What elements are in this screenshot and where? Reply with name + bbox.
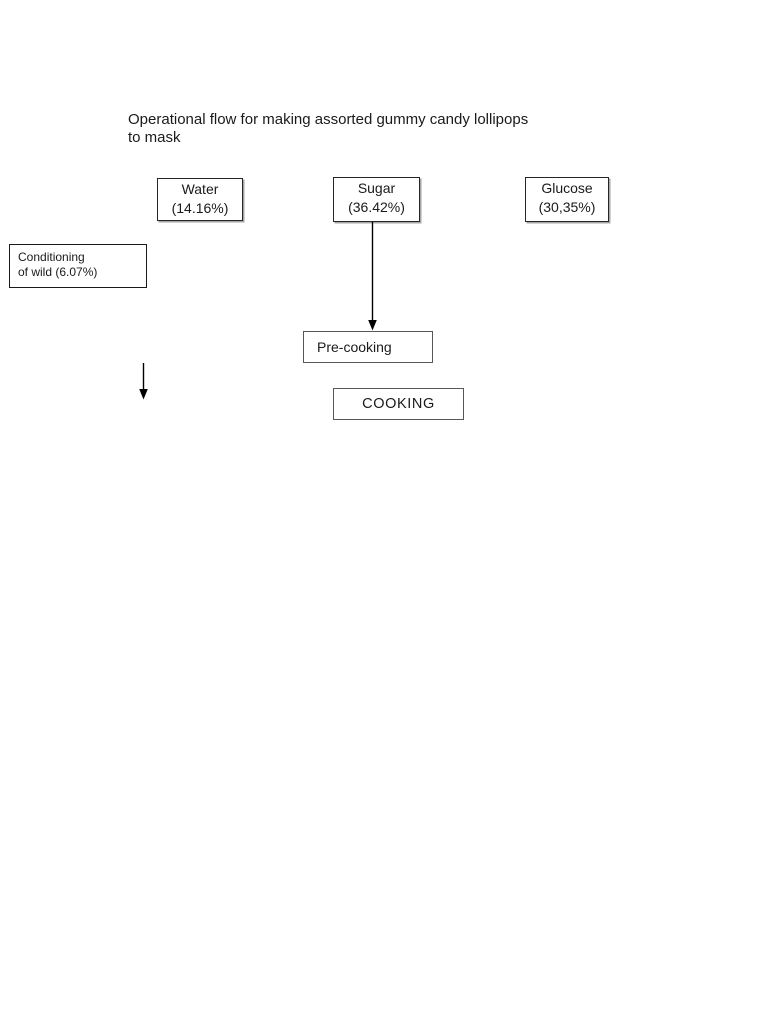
diagram-title: Operational flow for making assorted gum… — [128, 111, 688, 147]
node-glucose-percentage: (30,35%) — [538, 199, 596, 215]
node-conditioning: Conditioning of wild (6.07%) — [9, 244, 147, 288]
node-precooking-label: Pre-cooking — [317, 339, 392, 355]
node-sugar-percentage: (36.42%) — [348, 199, 405, 215]
arrow-conditioning-down-icon — [139, 363, 148, 400]
node-conditioning-line2: of wild (6.07%) — [18, 265, 98, 279]
diagram-title-line2: to mask — [128, 129, 181, 146]
node-water-label: Water — [181, 181, 219, 197]
node-glucose: Glucose (30,35%) — [525, 177, 609, 222]
node-water-percentage: (14.16%) — [171, 200, 229, 216]
node-glucose-label: Glucose — [541, 180, 593, 196]
node-cooking: COOKING — [333, 388, 464, 420]
node-sugar: Sugar (36.42%) — [333, 177, 420, 222]
node-sugar-label: Sugar — [357, 180, 396, 196]
node-cooking-label: COOKING — [362, 396, 435, 412]
node-conditioning-line1: Conditioning — [18, 250, 85, 264]
node-precooking: Pre-cooking — [303, 331, 433, 363]
node-water: Water (14.16%) — [157, 178, 243, 221]
diagram-title-line1: Operational flow for making assorted gum… — [128, 111, 529, 128]
arrow-sugar-to-precooking-icon — [368, 222, 377, 331]
